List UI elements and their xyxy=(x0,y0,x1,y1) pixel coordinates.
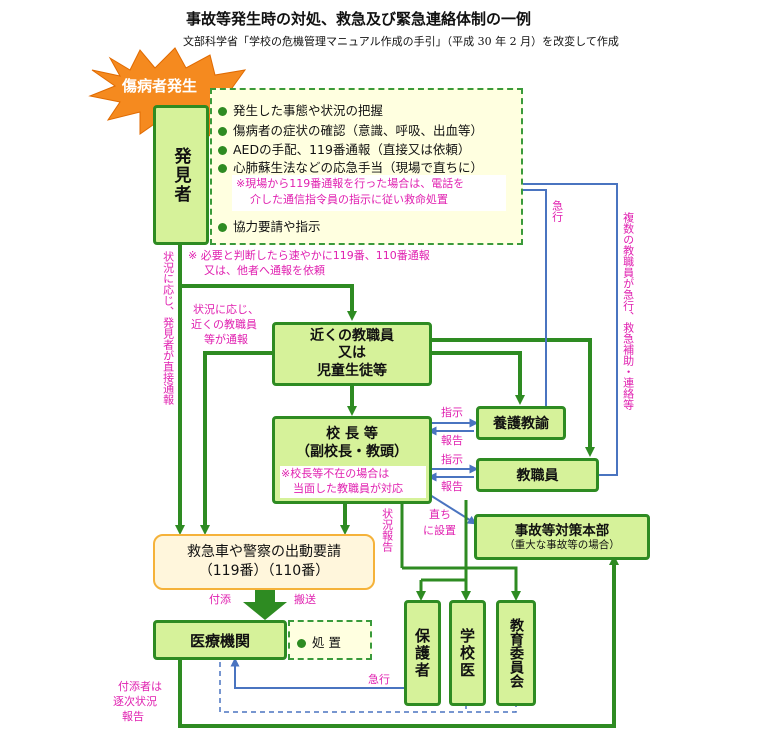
nearby-line-2: 又は xyxy=(338,345,366,362)
label-instruct-2: 指示 xyxy=(441,453,463,466)
action-item-5: 協力要請や指示 xyxy=(218,216,321,235)
principal-line-2: （副校長・教頭） xyxy=(296,444,408,461)
arrow-nearby-to-nurse xyxy=(432,351,525,405)
principal-note-box xyxy=(280,466,426,498)
discoverer-actions-box xyxy=(210,88,523,245)
guardian-box: 保護者 xyxy=(404,600,441,706)
medical-box: 医療機関 xyxy=(153,620,287,660)
label-urgent: 急行 xyxy=(550,200,564,222)
label-attendant-3: 報告 xyxy=(122,710,144,723)
emergency-line-1: 救急車や警察の出動要請 xyxy=(187,544,341,561)
staff-box: 教職員 xyxy=(476,458,599,492)
nurse-box: 養護教諭 xyxy=(476,406,566,440)
discoverer-note-1: ※現場から119番通報を行った場合は、電話を xyxy=(236,177,465,190)
staff-label: 教職員 xyxy=(516,468,559,484)
hq-line-2: （重大な事故等の場合） xyxy=(504,538,620,551)
discoverer-footnote-1: ※ 必要と判断したら速やかに119番、110番通報 xyxy=(188,249,430,262)
action-item-3: AEDの手配、119番通報（直接又は依頼） xyxy=(218,139,470,158)
label-immediately-1: 直ち xyxy=(429,508,451,521)
label-nearby-report-3: 等が通報 xyxy=(204,333,248,346)
treatment-item: 処 置 xyxy=(297,632,341,651)
arrow-transport xyxy=(243,590,287,620)
label-multi-staff: 複数の教職員が急行、救急補助・連絡等 xyxy=(621,212,635,410)
nearby-line-1: 近くの教職員 xyxy=(310,327,394,344)
action-item-4: 心肺蘇生法などの応急手当（現場で直ちに） xyxy=(218,157,483,176)
nurse-label: 養護教諭 xyxy=(493,416,549,432)
arrow-staff-urgent xyxy=(509,179,618,476)
label-transport: 搬送 xyxy=(294,593,316,606)
label-accompany: 付添 xyxy=(209,593,231,606)
arrow-nearby-to-staff xyxy=(432,338,595,457)
diagram-subtitle: 文部科学省「学校の危機管理マニュアル作成の手引」（平成 30 年 2 月）を改変… xyxy=(183,35,619,48)
hq-box: 事故等対策本部 （重大な事故等の場合） xyxy=(474,514,650,560)
discoverer-footnote-2: 又は、他者へ通報を依頼 xyxy=(204,264,325,277)
school-doctor-box: 学校医 xyxy=(449,600,486,706)
discoverer-note-box xyxy=(232,175,506,211)
arrow-guardian-urgent xyxy=(230,657,404,689)
arrow-nurse-urgent xyxy=(509,185,547,406)
arrow-to-guardian-etc xyxy=(402,566,521,601)
medical-label: 医療機関 xyxy=(189,631,250,650)
label-nearby-report-1: 状況に応じ、 xyxy=(193,303,259,316)
discoverer-box: 発見者 xyxy=(153,105,209,245)
label-attendant-2: 逐次状況 xyxy=(113,695,157,708)
dashed-connector xyxy=(219,662,517,713)
discoverer-label: 発見者 xyxy=(170,146,191,204)
label-immediately-2: に設置 xyxy=(423,524,456,537)
discoverer-note-2: 介した通信指令員の指示に従い救命処置 xyxy=(250,193,448,206)
principal-note-1: ※校長等不在の場合は xyxy=(281,467,390,480)
label-attendant-1: 付添者は xyxy=(118,680,162,693)
board-box: 教育委員会 xyxy=(496,600,536,706)
nearby-staff-box: 近くの教職員 又は 児童生徒等 xyxy=(272,322,432,386)
board-label: 教育委員会 xyxy=(508,618,524,688)
label-report-2: 報告 xyxy=(441,480,463,493)
label-nearby-report-2: 近くの教職員 xyxy=(191,318,257,331)
arrow-medical-to-hq xyxy=(178,555,619,728)
arrow-to-nearby xyxy=(180,284,357,321)
emergency-line-2: （119番）（110番） xyxy=(198,563,330,579)
emergency-box: 救急車や警察の出動要請 （119番）（110番） xyxy=(153,534,375,590)
diagram-title: 事故等発生時の対処、救急及び緊急連絡体制の一例 xyxy=(186,10,532,28)
nearby-line-3: 児童生徒等 xyxy=(317,362,387,379)
action-item-2: 傷病者の症状の確認（意識、呼吸、出血等） xyxy=(218,120,483,139)
burst-label: 傷病者発生 xyxy=(122,77,198,95)
hq-line-1: 事故等対策本部 xyxy=(514,522,610,539)
guardian-label: 保護者 xyxy=(413,627,431,679)
label-direct-report: 状況に応じ、発見者が直接通報 xyxy=(161,251,175,405)
label-status-report: 状況報告 xyxy=(380,508,394,552)
principal-note-2: 当面した教職員が対応 xyxy=(293,482,403,495)
label-report-1: 報告 xyxy=(441,434,463,447)
label-instruct-1: 指示 xyxy=(441,406,463,419)
school-doctor-label: 学校医 xyxy=(458,627,476,679)
label-urgent-2: 急行 xyxy=(368,673,390,686)
principal-line-1: 校 長 等 xyxy=(326,426,378,442)
action-item-1: 発生した事態や状況の把握 xyxy=(218,100,383,119)
arrow-nearby-to-emergency xyxy=(200,351,272,535)
